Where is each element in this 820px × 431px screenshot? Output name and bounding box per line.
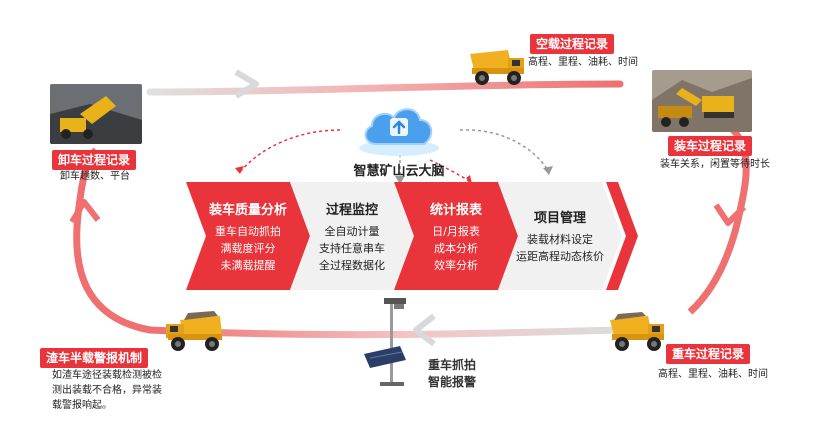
module-item: 全自动计量 xyxy=(324,224,380,238)
flow-arrow-top xyxy=(234,69,259,99)
module-item: 支持任意串车 xyxy=(319,241,385,255)
underload-alarm-desc: 如渣车途径装载检测被检测出装载不合格，异常装载警报响起。 xyxy=(52,370,162,411)
cloud-upload-icon xyxy=(359,108,439,156)
unloading-record-tag: 卸车过程记录 xyxy=(52,150,137,170)
module-project-management: 项目管理 装载材料设定 运距高程动态核价 xyxy=(498,182,622,290)
empty-truck-icon xyxy=(470,50,524,85)
module-process-monitoring: 过程监控 全自动计量 支持任意串车 全过程数据化 xyxy=(290,182,414,290)
module-item: 效率分析 xyxy=(434,258,478,272)
cloud-brain-title: 智慧矿山云大脑 xyxy=(353,164,445,179)
flow-arrow-left xyxy=(69,199,101,224)
module-item: 重车自动抓拍 xyxy=(215,224,281,238)
module-item: 满载度评分 xyxy=(220,241,276,255)
underload-alarm-tag: 渣车半载警报机制 xyxy=(40,348,149,368)
unloading-truck-photo xyxy=(50,84,142,144)
empty-trip-record-tag: 空载过程记录 xyxy=(530,34,615,54)
module-item: 全过程数据化 xyxy=(319,258,385,272)
camera-pole-icon xyxy=(364,298,406,386)
module-end-chevron xyxy=(606,182,638,290)
loaded-truck-icon xyxy=(166,311,222,351)
module-item: 运距高程动态核价 xyxy=(516,250,604,263)
camera-alarm-text: 重车抓拍 智能报警 xyxy=(428,357,476,391)
camera-alarm-line: 智能报警 xyxy=(428,375,477,389)
unloading-record-desc: 卸车趟数、平台 xyxy=(60,171,130,182)
module-item: 成本分析 xyxy=(434,241,478,255)
module-statistics-reports: 统计报表 日/月报表 成本分析 效率分析 xyxy=(394,182,518,290)
empty-trip-record-desc: 高程、里程、油耗、时间 xyxy=(528,57,638,68)
loading-excavator-photo xyxy=(652,70,752,132)
flow-arrow-bottom xyxy=(413,313,436,347)
module-title: 装车质量分析 xyxy=(208,202,287,218)
module-item: 未满载提醒 xyxy=(220,258,276,272)
camera-alarm-line: 重车抓拍 xyxy=(428,358,477,372)
flow-arrow-right xyxy=(713,203,747,226)
module-title: 过程监控 xyxy=(325,202,378,218)
loading-record-tag: 装车过程记录 xyxy=(668,136,753,156)
heavy-trip-record-tag: 重车过程记录 xyxy=(666,344,751,364)
heavy-trip-record-desc: 高程、里程、油耗、时间 xyxy=(658,369,768,380)
heavy-truck-icon xyxy=(610,312,664,351)
module-item: 装载材料设定 xyxy=(527,233,593,246)
loading-record-desc: 装车关系，闲置等待时长 xyxy=(660,159,770,170)
module-item: 日/月报表 xyxy=(432,224,480,238)
module-quality-analysis: 装车质量分析 重车自动抓拍 满载度评分 未满载提醒 xyxy=(186,182,310,290)
module-title: 项目管理 xyxy=(533,211,586,226)
module-title: 统计报表 xyxy=(429,202,482,218)
